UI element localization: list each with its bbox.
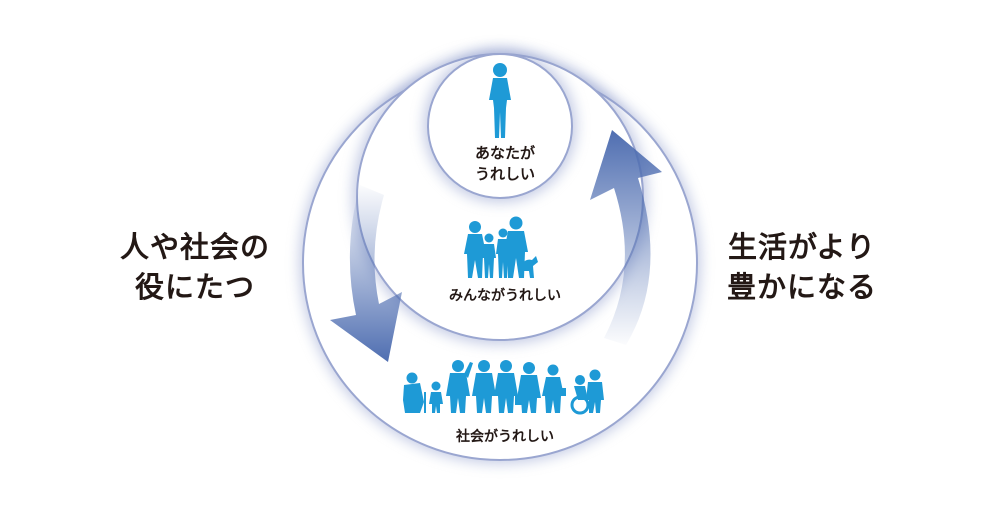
middle-label-text: みんながうれしい bbox=[449, 288, 561, 304]
crowd-icon bbox=[403, 360, 604, 415]
left-label-line-2: 役にたつ bbox=[134, 270, 255, 304]
inner-label-line-2: うれしい bbox=[474, 165, 535, 183]
outer-label-text: 社会がうれしい bbox=[456, 429, 554, 445]
right-side-label: 生活がより 豊かになる bbox=[712, 227, 892, 307]
right-label-line-2: 豊かになる bbox=[726, 270, 877, 304]
arrow-down-left bbox=[330, 185, 402, 362]
right-label-line-1: 生活がより bbox=[728, 230, 876, 264]
outer-circle-label: 社会がうれしい bbox=[410, 428, 600, 446]
inner-label-line-1: あなたが bbox=[474, 144, 535, 162]
arrow-up-right bbox=[590, 130, 662, 345]
person-icon bbox=[489, 63, 511, 138]
inner-circle-label: あなたが うれしい bbox=[440, 143, 570, 185]
family-icon bbox=[464, 216, 538, 278]
left-side-label: 人や社会の 役にたつ bbox=[100, 227, 290, 307]
left-label-line-1: 人や社会の bbox=[119, 230, 270, 264]
inner-circle bbox=[424, 50, 576, 202]
middle-circle-label: みんながうれしい bbox=[410, 287, 600, 305]
